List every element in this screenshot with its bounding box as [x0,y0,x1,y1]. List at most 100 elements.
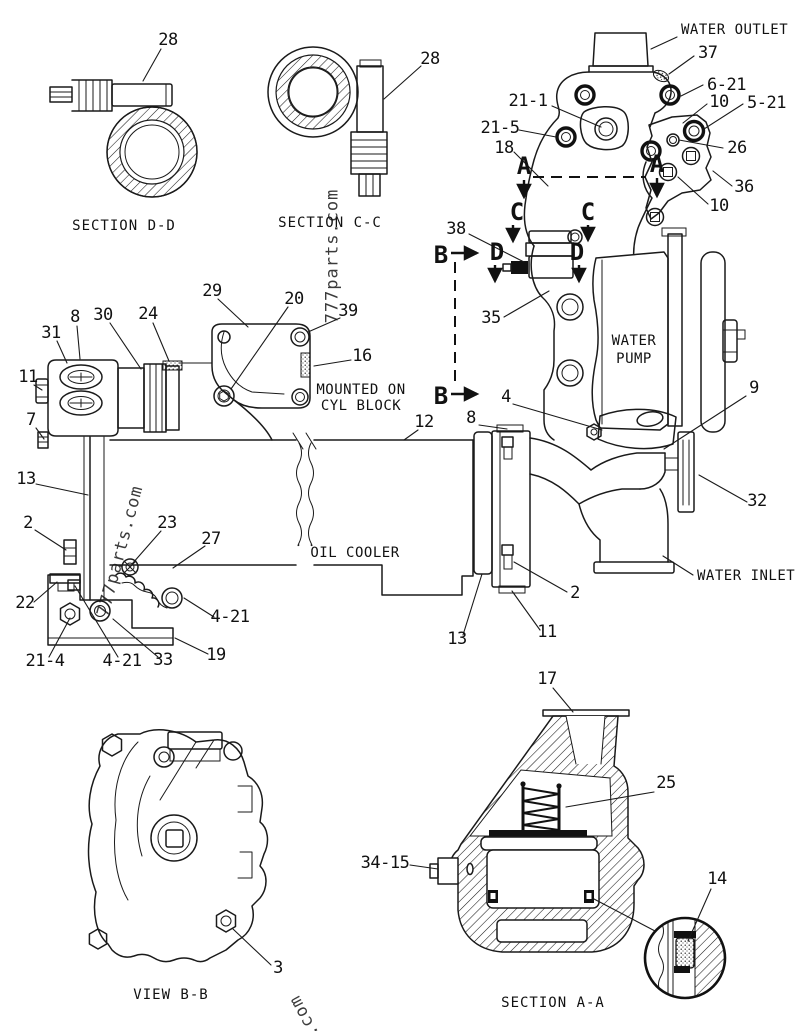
part-label-33: 33 [153,650,172,670]
thermostat-plate [480,836,598,851]
hex-bolt [101,733,123,757]
part-label-20: 20 [284,289,304,309]
part-label-19: 19 [206,645,226,665]
section-aa-caption: SECTION A-A [501,995,605,1011]
part-label-4-21: 4-21 [103,651,142,671]
section-cc-figure: 28 SECTION C-C [267,46,440,231]
part-label-12: 12 [414,412,433,432]
marker-d-right: D [570,238,584,266]
hex-bolt [88,928,108,950]
part-label-11: 11 [18,367,38,387]
leader-3 [232,928,272,966]
part-label-32: 32 [747,491,766,511]
cap-11 [35,378,49,404]
part-label-17: 17 [537,669,556,689]
plug-34-15 [437,857,459,885]
hex-bolt-3 [215,909,237,933]
serrated-arc-27 [115,572,160,608]
hub [150,814,198,862]
regulator-38 [502,229,583,279]
part-label-34-15: 34-15 [361,853,410,873]
marker-a-right: A [650,150,665,178]
flange-bolts [501,436,514,570]
marker-c-left: C [510,198,524,226]
marker-d-left: D [490,238,504,266]
part-label-8: 8 [70,307,80,327]
oil-cooler-label: OIL COOLER [310,545,399,561]
part-label-28: 28 [420,49,440,69]
cyl-block-text: CYL BLOCK [321,398,401,414]
pump-body [591,251,669,431]
water-inlet-label: WATER INLET [697,568,795,584]
flange-32 [677,431,695,513]
leader-lines [403,36,748,636]
section-dd-figure: 28 SECTION D-D [49,30,198,234]
cooler-housing [47,359,119,437]
seal-detail [675,937,695,969]
bolt-21-4 [59,602,81,626]
part-label-10: 10 [709,92,729,112]
part-label-22: 22 [15,593,34,613]
leader-lines [33,298,352,658]
part-label-37: 37 [698,43,717,63]
part-label-30: 30 [93,305,113,325]
pulley [700,251,726,433]
water-outlet-label: WATER OUTLET [681,22,788,38]
spring-25 [522,787,560,831]
part-label-13: 13 [16,469,35,489]
plate-13 [473,431,493,575]
part-label-21-5: 21-5 [481,118,520,138]
part-label-2: 2 [570,583,580,603]
part-label-7: 7 [26,410,36,430]
mounted-on-text: MOUNTED ON [316,382,405,398]
screw-23 [121,558,139,576]
bottom-slot [496,919,588,943]
part-label-23: 23 [157,513,176,533]
bolt-2-left [63,539,77,565]
thermostat-seat [489,830,587,837]
marker-a-left: A [517,152,532,180]
square-hole-bosses [645,146,701,227]
part-label-21-1: 21-1 [509,91,548,111]
marker-b-bottom: B [434,382,448,410]
part-label-28: 28 [158,30,178,50]
outlet-flange [542,709,630,717]
part-label-9: 9 [749,378,759,398]
clamp-37 [652,69,670,83]
part-label-4: 4 [501,387,511,407]
part-label-24: 24 [138,304,158,324]
section-markers: A A C C D D B B [434,150,665,410]
part-label-14: 14 [707,869,727,889]
bolt-4 [586,423,602,441]
part-label-10: 10 [709,196,729,216]
bracket-29 [211,323,311,409]
part-label-38: 38 [446,219,466,239]
section-cc-caption: SECTION C-C [278,215,382,231]
pump-backplate [667,233,683,427]
leader-28-dd [142,48,162,82]
patch-16 [300,352,311,378]
leader-lines [409,687,712,942]
part-label-11: 11 [537,622,557,642]
seals-14 [488,890,594,903]
part-label-3: 3 [273,958,283,978]
cavity [486,849,600,909]
part-label-16: 16 [352,346,372,366]
part-label-4-21: 4-21 [211,607,250,627]
water-pump-text-1: WATER [612,333,657,349]
section-aa-figure: 17 25 34-15 14 SECTION A-A [361,669,728,1011]
part-label-2: 2 [23,513,33,533]
part-label-27: 27 [201,529,220,549]
pump-rear-outline [87,729,269,963]
water-pump-text-2: PUMP [616,351,652,367]
clamp-24 [162,360,183,371]
part-label-13: 13 [447,629,466,649]
plate-36 [644,114,712,220]
part-label-26: 26 [727,138,747,158]
break-lines [296,442,314,547]
bolt-4-21 [161,587,183,609]
part-label-5-21: 5-21 [747,93,786,113]
part-label-6-21: 6-21 [707,75,746,95]
